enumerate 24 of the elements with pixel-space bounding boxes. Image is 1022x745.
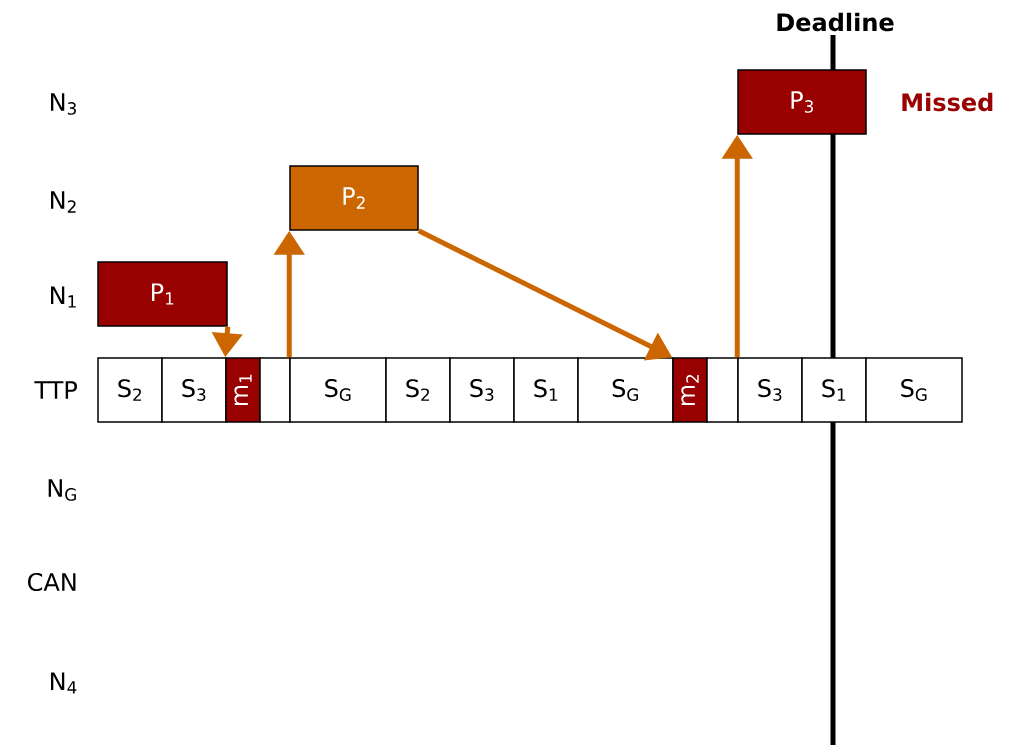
process-box: P$_{1}$ [97,261,228,327]
empty-cell [706,357,739,423]
row-label: N$_{3}$ [51,93,76,115]
process-box: P$_{3}$ [737,69,867,135]
row-label: CAN [28,572,76,592]
process-box: P$_{2}$ [289,165,419,231]
slot-cell: S$_{1}$ [801,357,867,423]
row-label: N$_{2}$ [51,191,76,213]
slot-cell: S$_{3}$ [161,357,227,423]
slot-cell: S$_{3}$ [449,357,515,423]
slot-cell: S$_{G}$ [865,357,963,423]
slot-cell: S$_{1}$ [513,357,579,423]
row-label: N$_{1}$ [51,286,76,308]
message-slot: m$_{2}$ [672,357,708,423]
row-label: N$_{4}$ [51,672,77,694]
slot-cell: S$_{2}$ [97,357,163,423]
slot-cell: S$_{G}$ [577,357,674,423]
row-label: N$_{G}$ [48,479,76,501]
deadline-label: Deadline [777,12,894,32]
empty-cell [259,357,291,423]
slot-cell: S$_{2}$ [385,357,451,423]
row-label: TTP [34,381,77,399]
status-label: Missed [902,92,993,112]
message-slot: m$_{1}$ [225,357,261,423]
